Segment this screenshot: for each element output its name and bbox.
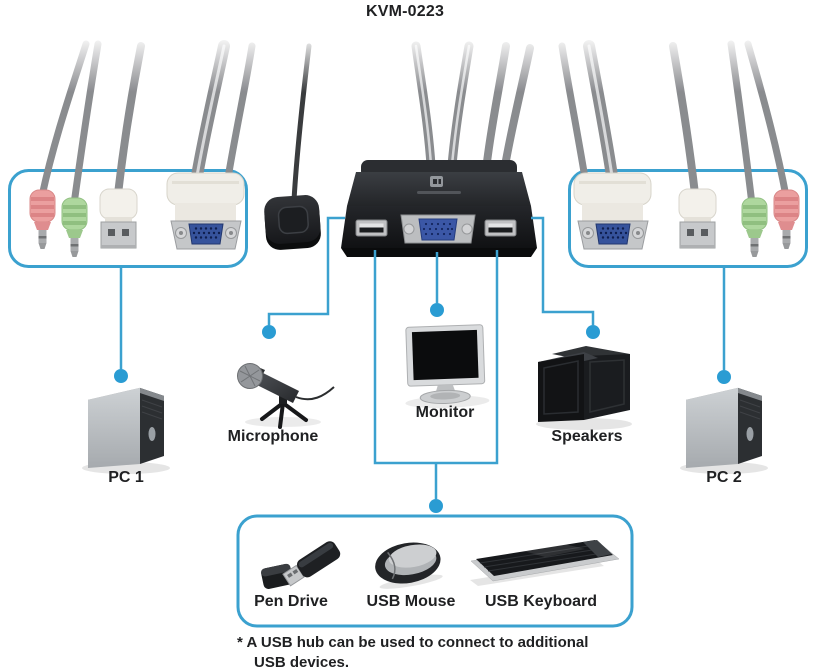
kvm-logo <box>430 176 443 187</box>
green-audio-jack-right <box>741 197 768 257</box>
usb-connector-right <box>678 188 717 249</box>
microphone-label: Microphone <box>227 428 319 445</box>
cable-fade <box>0 34 817 92</box>
pc1-label: PC 1 <box>108 469 144 486</box>
pc1-tower <box>82 387 170 474</box>
connection-dots <box>114 303 731 513</box>
speakers-icon <box>536 346 632 430</box>
left-cable-group-box <box>8 169 248 268</box>
monitor-icon <box>405 324 490 409</box>
usb-keyboard-label: USB Keyboard <box>484 593 598 610</box>
pc2-label: PC 2 <box>706 469 742 486</box>
microphone-icon <box>237 363 335 429</box>
footnote-line2: USB devices. <box>254 653 350 671</box>
pen-drive-icon <box>260 541 341 589</box>
usb-devices-box <box>236 514 634 628</box>
usb-hub-footnote: * A USB hub can be used to connect to ad… <box>237 633 637 672</box>
kvm-vga-port <box>400 214 476 244</box>
connection-lines <box>119 216 726 499</box>
vga-connector-left <box>166 172 245 250</box>
green-audio-jack-left <box>61 197 88 257</box>
pink-audio-jack-left <box>29 189 56 249</box>
monitor-label: Monitor <box>415 404 475 421</box>
usb-keyboard-icon <box>470 540 620 586</box>
line-to-microphone <box>267 216 345 325</box>
pc2-tower <box>679 387 769 475</box>
usb-mouse-icon <box>375 542 443 589</box>
diagram-title: KVM-0223 <box>365 3 445 20</box>
usb-mouse-label: USB Mouse <box>366 593 456 610</box>
pink-audio-jack-right <box>773 189 800 249</box>
footnote-line1: * A USB hub can be used to connect to ad… <box>237 634 589 651</box>
line-to-speakers <box>531 216 595 325</box>
remote-switch-button <box>264 195 321 250</box>
usb-connector-left <box>99 188 138 249</box>
right-cable-group-box <box>568 169 808 268</box>
vga-connector-right <box>573 172 652 250</box>
kvm-usb-port-right <box>484 219 517 237</box>
kvm-switch <box>341 160 537 257</box>
kvm-usb-port-left <box>355 219 388 237</box>
pen-drive-label: Pen Drive <box>254 593 328 610</box>
speakers-label: Speakers <box>551 428 623 445</box>
